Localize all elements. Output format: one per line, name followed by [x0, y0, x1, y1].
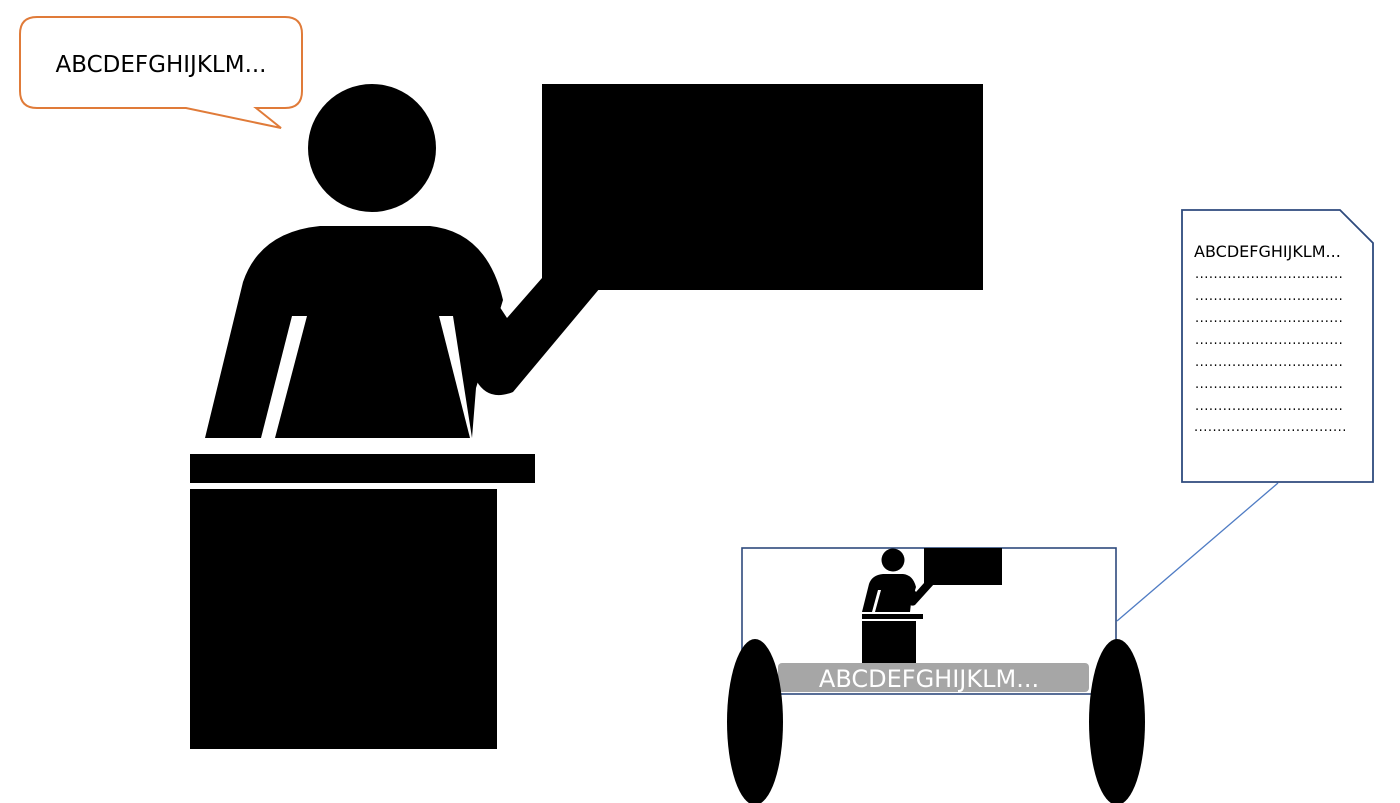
- mini-presenter-icon: [862, 548, 1002, 664]
- mini-presenter-head: [881, 548, 905, 572]
- mini-presenter-pointing-arm: [908, 583, 934, 606]
- document-line: ................................: [1195, 377, 1343, 392]
- speech-bubble-text: ABCDEFGHIJKLM...: [56, 52, 267, 78]
- mini-lectern-top: [862, 614, 923, 619]
- document-line: ................................: [1195, 311, 1343, 326]
- presenter-head: [308, 84, 436, 212]
- screen-left-wheel: [727, 639, 783, 803]
- document-line: ................................: [1195, 289, 1343, 304]
- presenter-icon: [190, 84, 983, 749]
- document-line: ................................: [1195, 355, 1343, 370]
- document-line: ................................: [1195, 399, 1343, 414]
- mini-presenter-body-gap: [872, 590, 881, 612]
- presentation-board: [542, 84, 983, 290]
- document-note: ABCDEFGHIJKLM... .......................…: [1181, 209, 1374, 483]
- presenter-body-gap-left: [261, 316, 307, 438]
- speech-bubble: ABCDEFGHIJKLM...: [19, 16, 303, 129]
- lectern-body: [190, 489, 497, 749]
- document-line: .................................: [1194, 420, 1347, 435]
- presenter-body: [205, 226, 503, 438]
- presenter-body-gap-right: [439, 316, 472, 438]
- document-shape: [1181, 209, 1374, 483]
- caption-text: ABCDEFGHIJKLM...: [819, 665, 1039, 693]
- caption-bar: [778, 663, 1089, 692]
- mini-presentation-board: [924, 548, 1002, 585]
- document-title: ABCDEFGHIJKLM...: [1194, 242, 1341, 261]
- presenter-pointing-arm: [476, 278, 600, 396]
- connector-line: [1116, 482, 1279, 622]
- screen-right-wheel: [1089, 639, 1145, 803]
- document-line: ................................: [1195, 333, 1343, 348]
- speech-bubble-shape: [19, 16, 303, 129]
- screen-panel: ABCDEFGHIJKLM...: [727, 547, 1145, 803]
- document-line: ................................: [1195, 267, 1343, 282]
- lectern-top: [190, 454, 535, 483]
- mini-lectern-body: [862, 621, 916, 664]
